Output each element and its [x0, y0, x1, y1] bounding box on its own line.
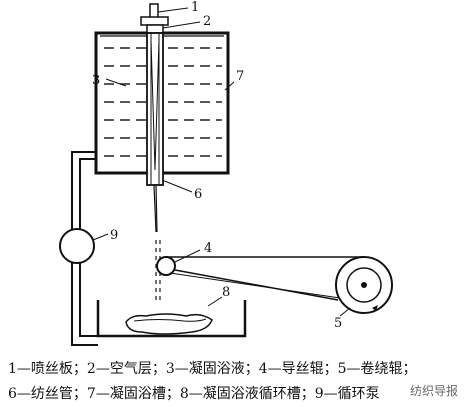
- circulation-trough: [96, 300, 247, 338]
- label-2: 2: [203, 14, 211, 29]
- spinning-tube: [146, 32, 164, 186]
- guide-roller: [156, 256, 176, 276]
- caption-line-2: 6—纺丝管；7—凝固浴槽；8—凝固浴液循环槽；9—循环泵: [8, 386, 380, 402]
- label-1: 1: [191, 0, 199, 15]
- label-3: 3: [92, 73, 100, 88]
- filament: [153, 184, 161, 300]
- spinneret: [140, 3, 169, 34]
- label-9: 9: [110, 228, 118, 243]
- label-7: 7: [236, 69, 244, 84]
- label-4: 4: [204, 241, 212, 256]
- circulation-pump: [59, 228, 95, 264]
- winding-roller: [335, 256, 393, 314]
- caption-line-1: 1—喷丝板；2—空气层；3—凝固浴液；4—导丝辊；5—卷绕辊；: [8, 361, 417, 377]
- coagulation-liquid: [104, 47, 222, 157]
- label-6: 6: [194, 187, 202, 202]
- belt-bottom: [174, 269, 339, 301]
- watermark: 纺织导报: [409, 384, 458, 398]
- label-5: 5: [334, 316, 342, 331]
- leader-lines: [92, 7, 351, 317]
- spinning-apparatus-diagram: 1 2 3 4 5 6 7 8 9: [59, 0, 393, 346]
- label-8: 8: [222, 285, 230, 300]
